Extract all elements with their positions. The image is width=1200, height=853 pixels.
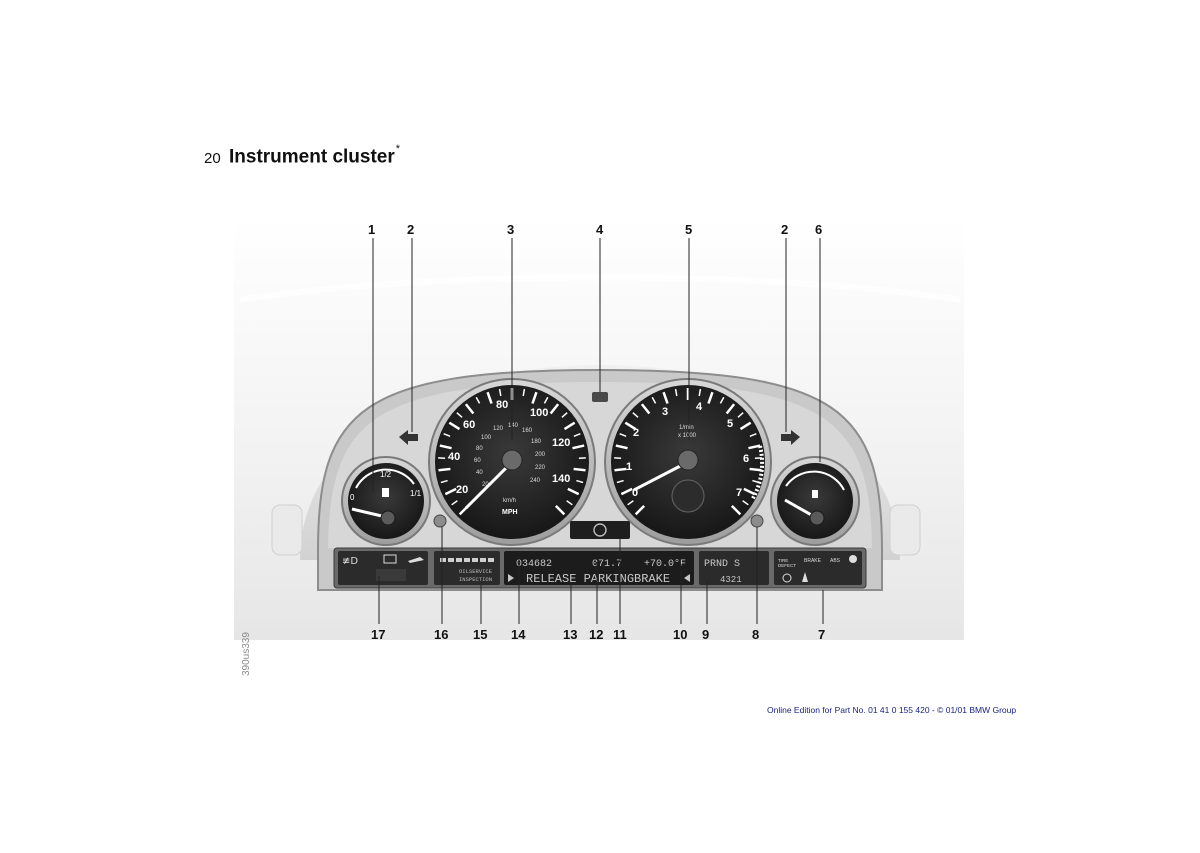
- callout-10: 10: [673, 627, 687, 642]
- tacho-unit-bottom: x 1000: [678, 433, 697, 439]
- speedo-kmh-200: 200: [535, 452, 546, 458]
- display-control-button[interactable]: [751, 515, 763, 527]
- tire-defect-label-2: DEFECT: [778, 563, 796, 568]
- fog-light-icon: ≢D: [342, 556, 358, 567]
- tacho-label-4: 4: [696, 401, 703, 413]
- gear-indicator-text: PRND S: [704, 559, 740, 570]
- callout-8: 8: [752, 627, 759, 642]
- speedo-kmh-180: 180: [531, 439, 542, 445]
- speedo-kmh-220: 220: [535, 465, 546, 471]
- callout-11: 11: [613, 627, 627, 642]
- callout-5: 5: [685, 222, 692, 237]
- trip-reset-button[interactable]: [434, 515, 446, 527]
- service-bar-segment: [456, 558, 462, 562]
- speedo-mph-40: 40: [448, 451, 460, 463]
- tacho-label-2: 2: [633, 427, 639, 439]
- outside-temp-readout: +70.0°F: [644, 558, 686, 570]
- service-bar-segment: [488, 558, 494, 562]
- tachometer-tick: [750, 469, 762, 470]
- check-control-message: RELEASE PARKINGBRAKE: [526, 572, 670, 586]
- tachometer: 0 1 2 3 4 5 6 7 1/min x 1000: [605, 379, 771, 545]
- speedo-mph-20: 20: [456, 484, 468, 496]
- callout-14: 14: [511, 627, 526, 642]
- fuel-gauge: 1/2 0 1/1: [342, 457, 430, 545]
- tacho-label-6: 6: [743, 453, 749, 465]
- speedometer-tick: [574, 469, 586, 470]
- service-bar-segment: [472, 558, 478, 562]
- callout-1: 1: [368, 222, 375, 237]
- service-bar-segment: [464, 558, 470, 562]
- callout-13: 13: [563, 627, 577, 642]
- tacho-label-7: 7: [736, 487, 742, 499]
- callout-3: 3: [507, 222, 514, 237]
- speedo-unit-mph: MPH: [502, 509, 518, 516]
- indicator-light-4: [592, 392, 608, 402]
- fuel-half-label: 1/2: [380, 470, 392, 479]
- callout-6: 6: [815, 222, 822, 237]
- tacho-label-1: 1: [626, 461, 632, 473]
- gear-steps-text: 4321: [720, 575, 742, 585]
- speedo-kmh-240: 240: [530, 478, 541, 484]
- tacho-unit-top: 1/min: [679, 425, 694, 431]
- service-bar-segment: [448, 558, 454, 562]
- callout-12: 12: [589, 627, 603, 642]
- right-warning-panel: [774, 551, 862, 585]
- tachometer-tick: [614, 469, 626, 470]
- service-bars: [440, 558, 494, 562]
- callout-16: 16: [434, 627, 448, 642]
- callout-2-right: 2: [781, 222, 788, 237]
- tacho-label-5: 5: [727, 418, 733, 430]
- speedo-mph-120: 120: [552, 437, 570, 449]
- check-panel-indicator: [376, 569, 406, 581]
- speedo-kmh-120: 120: [493, 426, 504, 432]
- speedo-kmh-160: 160: [522, 428, 533, 434]
- brake-warning-label: BRAKE: [804, 558, 822, 564]
- footer-copyright: Online Edition for Part No. 01 41 0 155 …: [767, 705, 1016, 715]
- service-oil-label: OILSERVICE: [459, 568, 493, 575]
- fuel-pump-icon: [382, 488, 389, 497]
- callout-17: 17: [371, 627, 385, 642]
- service-bar-segment: [440, 558, 446, 562]
- speedo-kmh-40: 40: [476, 470, 483, 476]
- odometer-readout: 034682: [516, 559, 552, 570]
- left-vent: [272, 505, 302, 555]
- callout-4: 4: [596, 222, 604, 237]
- speedo-mph-140: 140: [552, 473, 570, 485]
- speedo-mph-60: 60: [463, 419, 475, 431]
- speedo-kmh-100: 100: [481, 435, 492, 441]
- callout-2-left: 2: [407, 222, 414, 237]
- airbag-icon: [849, 555, 857, 563]
- abs-warning-label: ABS: [830, 558, 841, 564]
- speedo-unit-kmh: km/h: [503, 498, 516, 504]
- fuel-full-label: 1/1: [410, 489, 422, 498]
- econometer-subdial: [672, 480, 704, 512]
- callout-9: 9: [702, 627, 709, 642]
- right-vent: [890, 505, 920, 555]
- coolant-icon: [812, 490, 818, 498]
- speedo-kmh-80: 80: [476, 446, 483, 452]
- speedo-kmh-60: 60: [474, 458, 481, 464]
- service-bar-segment: [480, 558, 486, 562]
- speedo-kmh-140: 140: [508, 423, 519, 429]
- figure-code: 390us339: [241, 632, 252, 676]
- fuel-empty-label: 0: [350, 493, 355, 502]
- speedometer-tick: [438, 469, 450, 470]
- coolant-temperature-gauge: [771, 457, 859, 545]
- tacho-label-3: 3: [662, 406, 668, 418]
- speedo-mph-80: 80: [496, 399, 508, 411]
- callout-7: 7: [818, 627, 825, 642]
- service-inspection-label: INSPECTION: [459, 576, 492, 583]
- speedo-mph-100: 100: [530, 407, 548, 419]
- callout-15: 15: [473, 627, 487, 642]
